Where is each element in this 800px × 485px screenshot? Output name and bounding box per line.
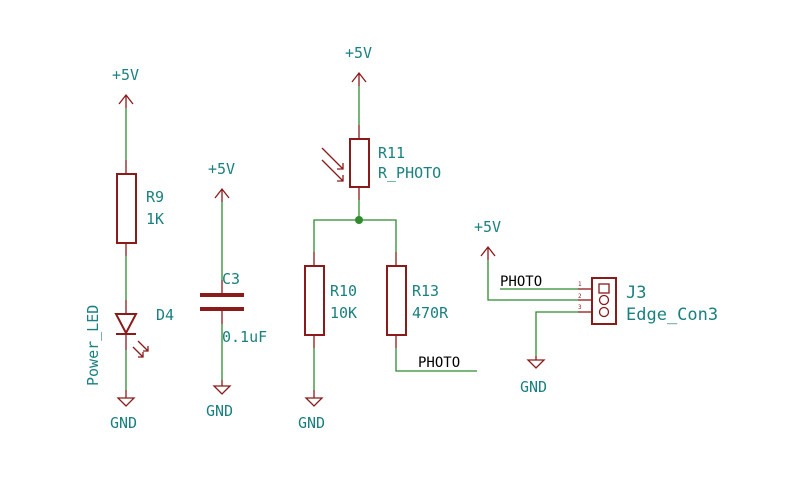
vcc-arrow-r11 [351, 71, 367, 86]
power-label-j3: +5V [474, 218, 501, 236]
led-d4: D4 Power_LED [84, 300, 174, 386]
wire-r13-photo [395, 348, 477, 372]
net-label-photo-r13: PHOTO [418, 355, 460, 371]
power-label-r11: +5V [345, 44, 372, 62]
photoresistor-r11: R11 R_PHOTO [321, 125, 441, 200]
r11-value: R_PHOTO [378, 164, 441, 182]
j3-value: Edge_Con3 [626, 305, 718, 325]
light-arrow-2 [321, 159, 344, 182]
power-symbol-j3: +5V [474, 218, 501, 260]
ground-symbol-d4: GND [110, 390, 137, 432]
power-label-c3: +5V [208, 160, 235, 178]
gnd-label-d4: GND [110, 414, 137, 432]
gnd-label-r10: GND [298, 414, 325, 432]
j3-ref: J3 [626, 283, 646, 303]
resistor-r10: R10 10K [304, 252, 357, 348]
j3-housing [591, 277, 617, 325]
vcc-arrow-r9 [118, 93, 134, 108]
c3-ref: C3 [222, 270, 240, 288]
power-symbol-r9: +5V [112, 66, 139, 108]
r10-value: 10K [330, 304, 357, 322]
r13-ref: R13 [412, 282, 439, 300]
led-emission-arrow-1 [137, 340, 149, 352]
power-symbol-c3: +5V [208, 160, 235, 202]
vcc-arrow-j3 [480, 245, 496, 260]
connector-j3: 1 2 3 J3 Edge_Con3 [578, 277, 718, 325]
resistor-r13: R13 470R [386, 252, 449, 348]
led-emission-arrow-2 [132, 346, 144, 358]
j3-pin-3: 3 [578, 304, 582, 311]
j3-pin2-circle [598, 294, 610, 306]
ground-symbol-j3: GND [520, 356, 547, 396]
d4-ref: D4 [156, 306, 174, 324]
ground-symbol-c3: GND [206, 380, 233, 420]
j3-pin1-square [598, 283, 610, 294]
r11-ref: R11 [378, 144, 405, 162]
r9-ref: R9 [146, 188, 164, 206]
r13-value: 470R [412, 304, 449, 322]
power-label-r9: +5V [112, 66, 139, 84]
resistor-r9: R9 1K [116, 160, 164, 256]
gnd-label-c3: GND [206, 402, 233, 420]
ground-symbol-r10: GND [298, 390, 325, 432]
j3-pin-1: 1 [578, 281, 582, 288]
wire-divider-split [313, 219, 397, 252]
r10-ref: R10 [330, 282, 357, 300]
wire-j3-pin3 [535, 311, 578, 356]
j3-pin-2: 2 [578, 293, 582, 300]
light-arrow-1 [321, 147, 344, 170]
net-label-photo-j3: PHOTO [500, 274, 542, 290]
vcc-arrow-c3 [214, 187, 230, 202]
r9-value: 1K [146, 210, 164, 228]
gnd-label-j3: GND [520, 378, 547, 396]
power-symbol-r11: +5V [345, 44, 372, 86]
c3-value: 0.1uF [222, 328, 267, 346]
wire-j3-pin2 [487, 260, 578, 301]
capacitor-c3: C3 0.1uF [200, 270, 267, 346]
d4-value: Power_LED [84, 305, 102, 386]
j3-pin3-circle [598, 306, 610, 318]
